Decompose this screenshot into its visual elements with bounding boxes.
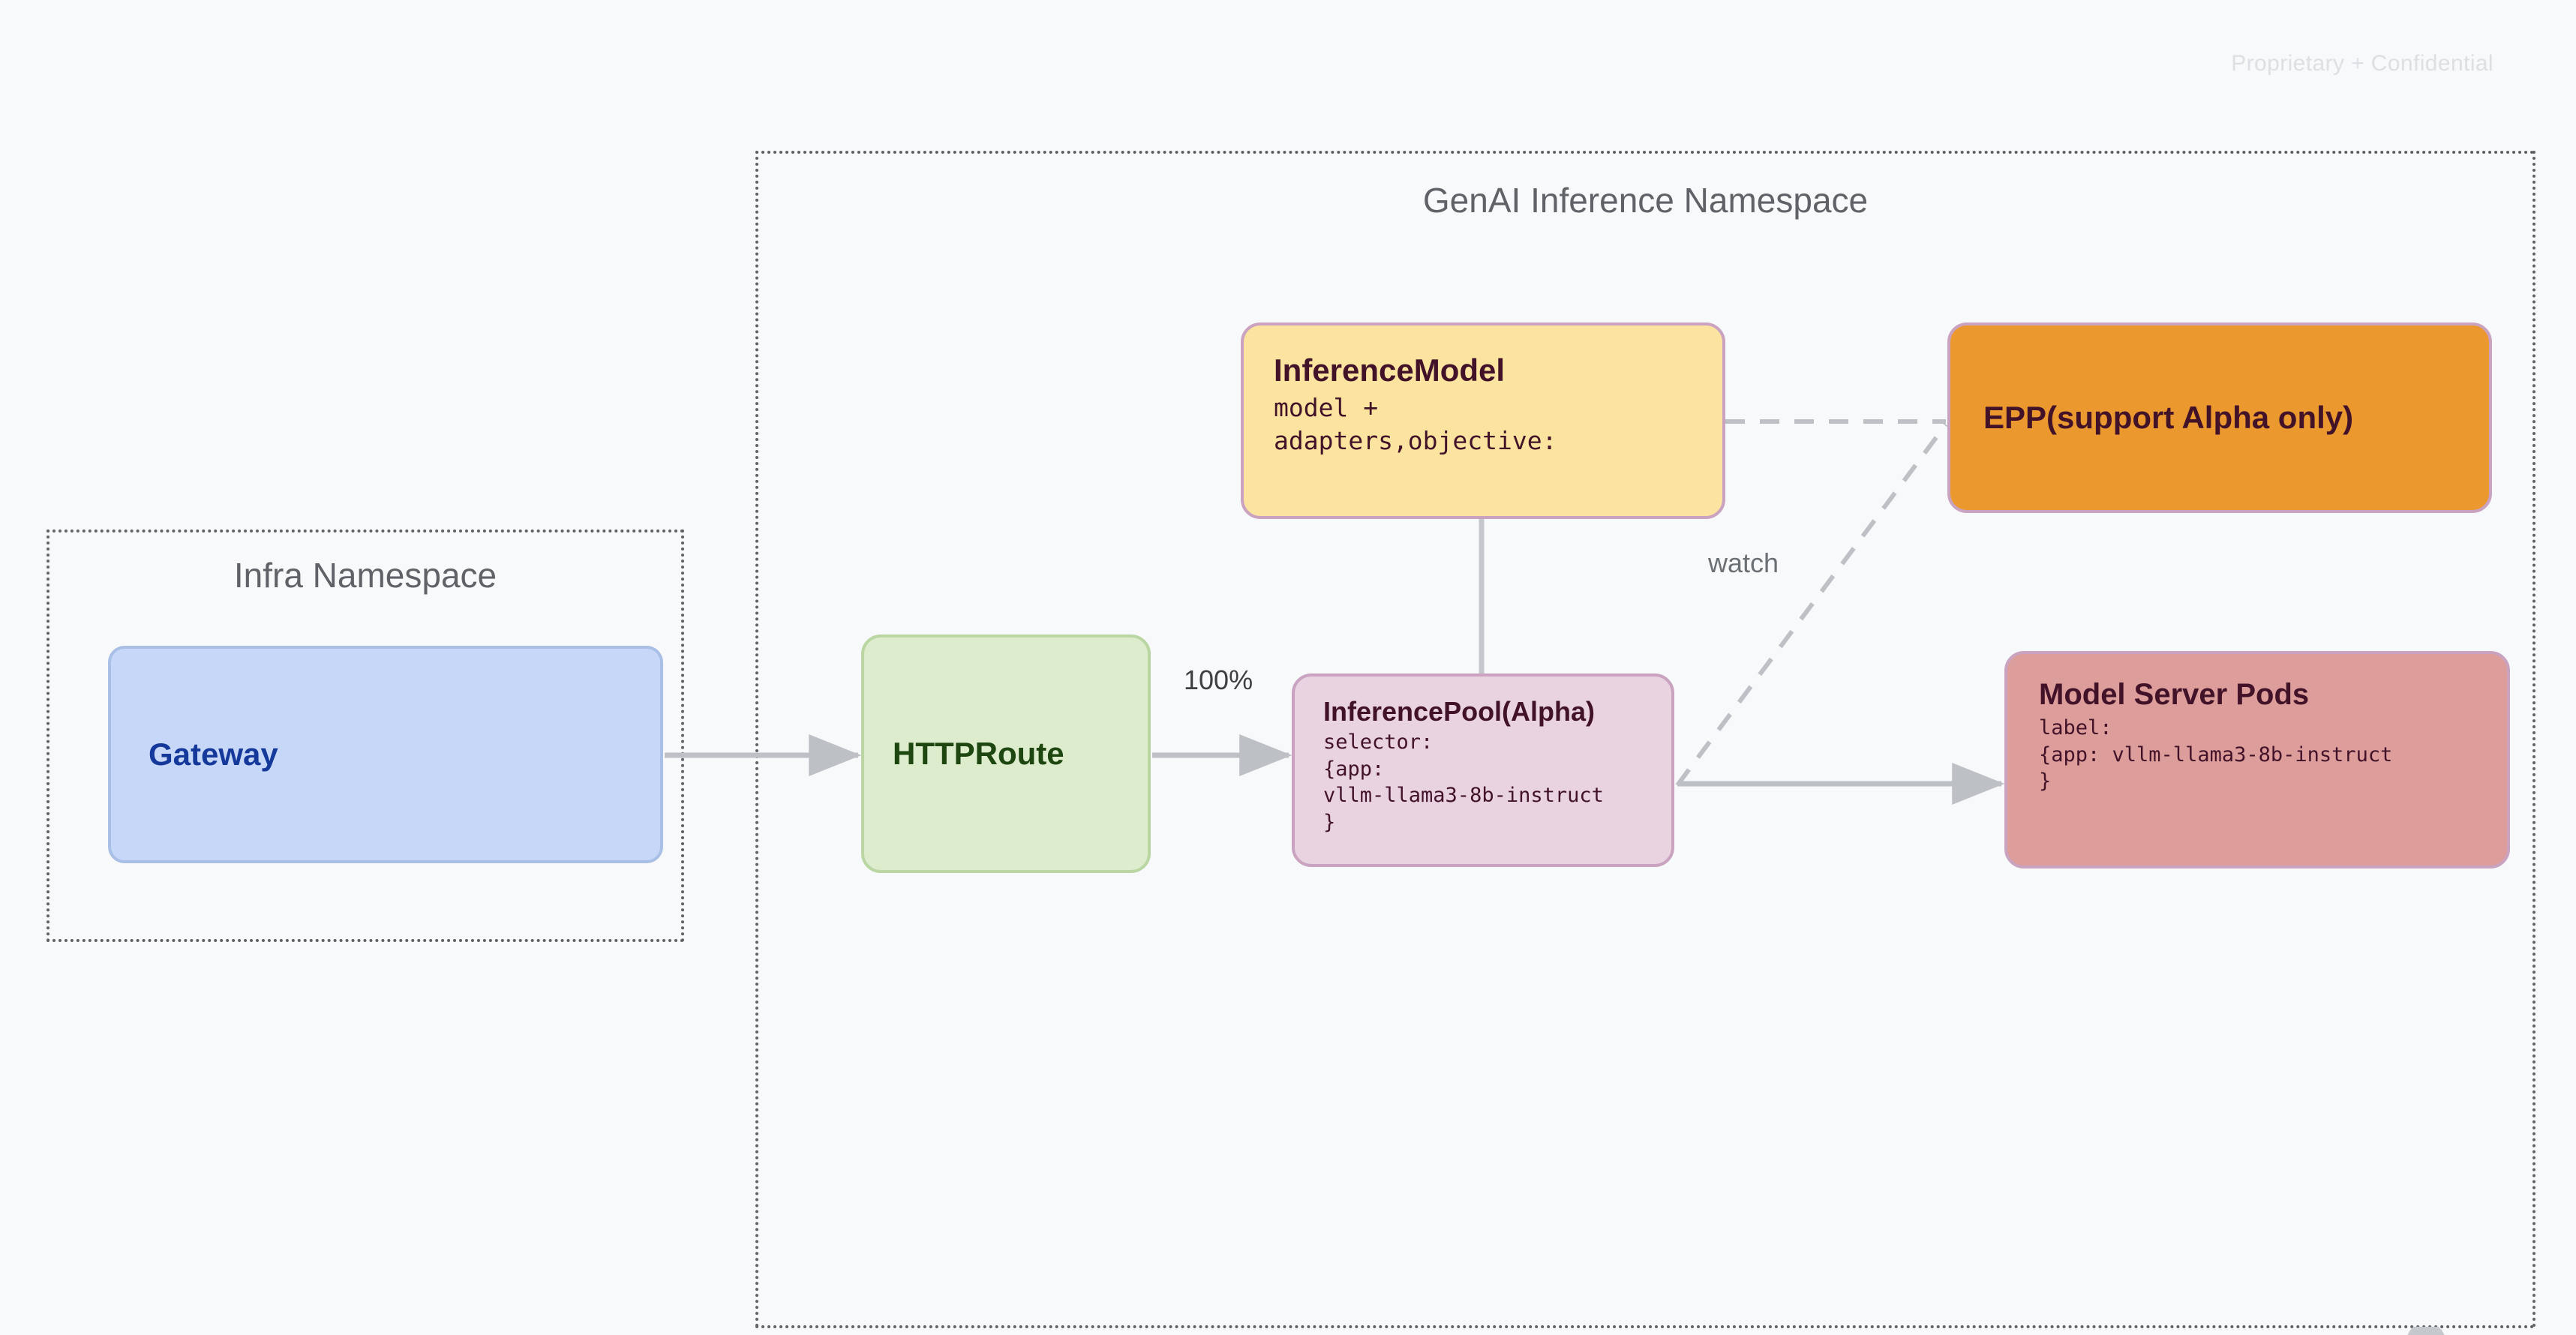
node-httproute[interactable]: HTTPRoute — [861, 634, 1151, 873]
node-inferencepool[interactable]: InferencePool(Alpha) selector: {app: vll… — [1292, 674, 1674, 867]
node-inferencepool-title: InferencePool(Alpha) — [1323, 696, 1596, 727]
node-pods-detail: label: {app: vllm-llama3-8b-instruct } — [2039, 716, 2393, 794]
namespace-infra-title: Infra Namespace — [233, 556, 497, 595]
node-inferencepool-detail: selector: {app: vllm-llama3-8b-instruct … — [1323, 730, 1604, 834]
namespace-infra — [47, 530, 684, 942]
node-pods-title: Model Server Pods — [2039, 678, 2310, 711]
edge-label-traffic-weight: 100% — [1184, 664, 1253, 695]
node-inferencemodel-title: InferenceModel — [1274, 352, 1506, 388]
node-pods[interactable]: Model Server Pods label: {app: vllm-llam… — [2004, 651, 2510, 868]
node-inferencemodel[interactable]: InferenceModel model + adapters,objectiv… — [1241, 322, 1725, 519]
node-gateway[interactable]: Gateway — [108, 646, 663, 863]
node-gateway-title: Gateway — [149, 736, 278, 772]
edge-label-watch: watch — [1708, 548, 1779, 578]
confidential-notice: Proprietary + Confidential — [2231, 51, 2493, 76]
partial-logo-remnant — [2407, 1327, 2445, 1335]
node-epp[interactable]: EPP(support Alpha only) — [1947, 322, 2492, 513]
namespace-genai-title: GenAI Inference Namespace — [1422, 181, 1869, 220]
node-epp-title: EPP(support Alpha only) — [1983, 400, 2354, 435]
namespace-genai — [755, 151, 2535, 1328]
node-inferencemodel-detail: model + adapters,objective: — [1274, 393, 1557, 455]
node-httproute-title: HTTPRoute — [893, 736, 1064, 771]
